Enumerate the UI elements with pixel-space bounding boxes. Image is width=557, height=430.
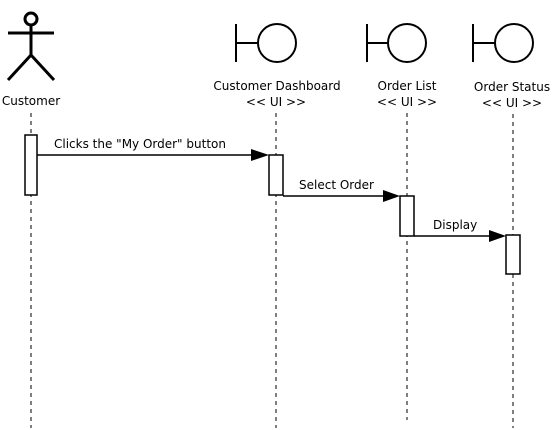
message-3: Display bbox=[414, 218, 506, 242]
participant-order-list: Order List << UI >> bbox=[366, 23, 437, 420]
arrowhead bbox=[251, 149, 269, 161]
participant-name: Customer bbox=[2, 94, 60, 108]
activation-bar-customer bbox=[24, 134, 38, 196]
participant-name: Customer Dashboard bbox=[213, 79, 340, 93]
participant-order-status: Order Status << UI >> bbox=[472, 23, 550, 428]
message-2: Select Order bbox=[283, 178, 400, 202]
activation-bar-order-status bbox=[505, 234, 521, 275]
boundary-icon bbox=[472, 23, 534, 63]
participant-stereotype: << UI >> bbox=[482, 96, 542, 110]
activation-bar-order-list bbox=[399, 195, 415, 237]
message-1: Clicks the "My Order" button bbox=[37, 137, 269, 161]
participant-customer: Customer bbox=[2, 11, 60, 428]
participant-name: Order Status bbox=[474, 80, 550, 94]
participant-stereotype: << UI >> bbox=[377, 95, 437, 109]
boundary-icon bbox=[235, 23, 297, 63]
arrowhead bbox=[489, 230, 506, 242]
actor-icon bbox=[6, 11, 56, 82]
message-label: Clicks the "My Order" button bbox=[54, 137, 226, 151]
message-label: Select Order bbox=[299, 178, 374, 192]
boundary-icon bbox=[366, 23, 427, 63]
participant-customer-dashboard: Customer Dashboard << UI >> bbox=[213, 23, 341, 428]
participant-stereotype: << UI >> bbox=[246, 95, 306, 109]
message-label: Display bbox=[433, 218, 477, 232]
participant-name: Order List bbox=[378, 79, 437, 93]
activation-bar-customer-dashboard bbox=[268, 154, 284, 196]
arrowhead bbox=[383, 190, 400, 202]
